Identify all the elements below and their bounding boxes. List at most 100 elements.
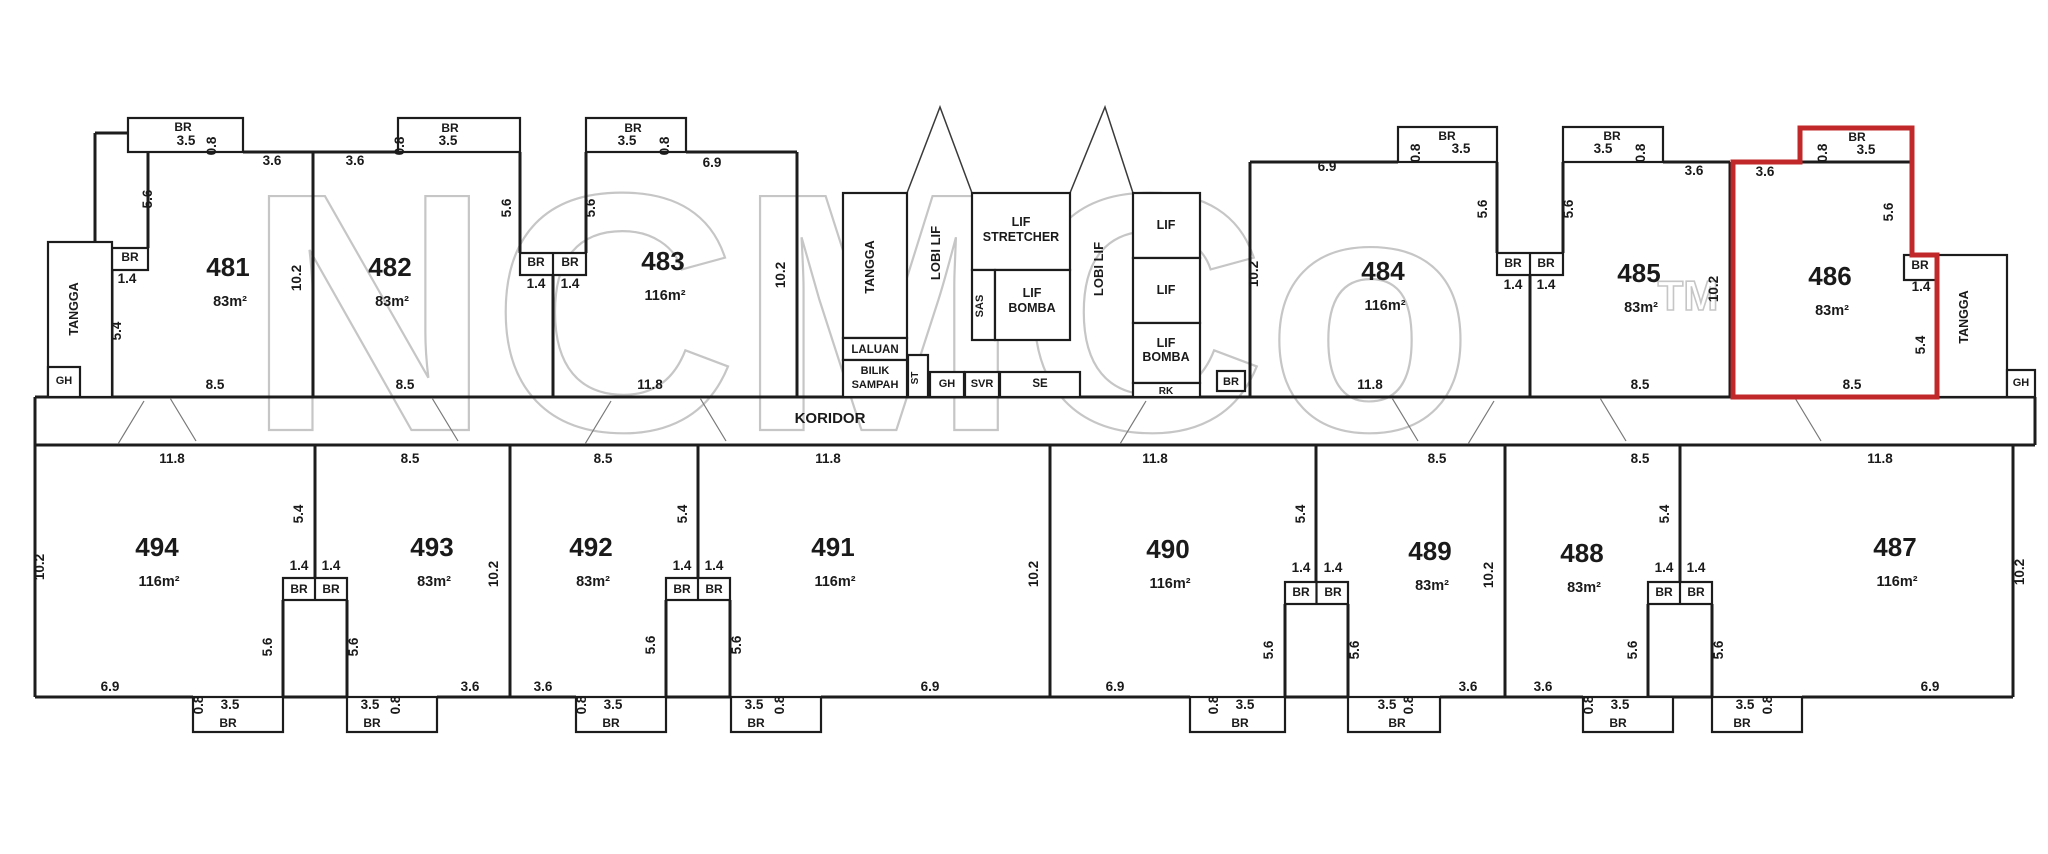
dim-label: 0.8 (1408, 143, 1423, 162)
br-label: BR (602, 716, 620, 730)
bilik-sampah-box (841, 358, 909, 399)
bomba-label: BOMBA (1008, 301, 1055, 315)
dim-label: 0.8 (1206, 695, 1221, 714)
dim-label: 11.8 (1142, 451, 1168, 466)
dim-label: 3.6 (1685, 163, 1704, 178)
dim-label: 1.4 (1504, 277, 1523, 292)
dim-label: 5.4 (1657, 504, 1672, 523)
dim-label: 11.8 (1357, 377, 1383, 392)
dim-label: 5.4 (109, 321, 124, 340)
laluan-label: LALUAN (851, 344, 898, 356)
dim-label: 10.2 (32, 554, 47, 580)
unit-number: 488 (1560, 538, 1603, 568)
sampah-label: SAMPAH (852, 379, 899, 391)
unit-area: 83m² (213, 294, 247, 310)
dim-label: 0.8 (1815, 143, 1830, 162)
dim-label: 3.5 (1611, 697, 1630, 712)
gh-box (2005, 368, 2037, 399)
dim-label: 3.6 (1756, 164, 1775, 179)
dim-label: 5.6 (1261, 640, 1276, 659)
dim-label: 0.8 (1633, 143, 1648, 162)
unit-486-highlight[interactable] (1730, 125, 1940, 400)
dim-label: 1.4 (705, 558, 724, 573)
br-notch (574, 695, 668, 734)
lif-label: LIF (1157, 336, 1176, 350)
br-label: BR (673, 582, 691, 596)
br-label: BR (219, 716, 237, 730)
gh-label: GH (2013, 377, 2030, 389)
lif-box (1131, 256, 1202, 325)
tangga-box (1935, 253, 2009, 399)
dim-label: 5.6 (1625, 640, 1640, 659)
lobilif-label: LOBI LIF (928, 226, 943, 280)
stair-run-line (906, 104, 973, 194)
stair-run-line (1069, 104, 1134, 194)
unit-area: 83m² (417, 574, 451, 590)
dim-label: 3.6 (461, 679, 480, 694)
dim-label: 5.6 (1561, 199, 1576, 218)
dim-label: 11.8 (1867, 451, 1893, 466)
unit-area: 83m² (375, 294, 409, 310)
tangga-label: TANGGA (67, 282, 81, 335)
dim-label: 1.4 (1324, 560, 1343, 575)
dim-label: 10.2 (486, 561, 501, 587)
unit-number: 490 (1146, 534, 1189, 564)
bomba-label: BOMBA (1142, 350, 1189, 364)
dim-label: 8.5 (396, 377, 415, 392)
dim-label: 10.2 (1481, 562, 1496, 588)
st-label: ST (910, 372, 921, 385)
dim-label: 3.5 (221, 697, 240, 712)
dim-label: 3.5 (1236, 697, 1255, 712)
gh-label: GH (939, 378, 956, 390)
dim-label: 6.9 (1921, 679, 1940, 694)
br-label: BR (561, 255, 579, 269)
dim-label: 3.5 (361, 697, 380, 712)
dim-label: 5.6 (140, 189, 155, 208)
br-label: BR (121, 250, 139, 264)
br-notch (345, 695, 439, 734)
dim-label: 11.8 (815, 451, 841, 466)
dim-label: 6.9 (703, 155, 722, 170)
lif-bomba-box (1131, 321, 1202, 385)
dim-label: 3.5 (439, 133, 458, 148)
unit-number: 485 (1617, 258, 1660, 288)
unit-area: 116m² (1364, 298, 1405, 314)
dim-label: 0.8 (772, 695, 787, 714)
br-label: BR (1438, 129, 1456, 143)
dim-label: 5.4 (1913, 335, 1928, 354)
dim-label: 3.5 (1736, 697, 1755, 712)
unit-area: 83m² (1624, 300, 1658, 316)
dim-label: 10.2 (289, 265, 304, 291)
dim-label: 10.2 (1026, 561, 1041, 587)
dim-label: 3.5 (604, 697, 623, 712)
dim-label: 6.9 (1318, 159, 1337, 174)
door-swing (1467, 400, 1495, 445)
dim-label: 10.2 (1246, 261, 1261, 287)
svr-label: SVR (971, 378, 994, 390)
dim-label: 5.6 (1347, 640, 1362, 659)
br-box (1215, 369, 1247, 393)
lif-bomba-box (993, 268, 1072, 342)
door-swing (1794, 397, 1822, 442)
br-label: BR (322, 582, 340, 596)
dim-label: 1.4 (1655, 560, 1674, 575)
dim-label: 3.5 (618, 133, 637, 148)
dim-label: 1.4 (290, 558, 309, 573)
door-swing (169, 397, 197, 442)
dim-label: 11.8 (637, 377, 663, 392)
tangga-label: TANGGA (863, 240, 877, 293)
dim-label: 5.4 (291, 504, 306, 523)
dim-label: 3.6 (534, 679, 553, 694)
dim-label: 5.6 (583, 198, 598, 217)
dim-label: 8.5 (206, 377, 225, 392)
br-notch (1581, 695, 1675, 734)
br-label: BR (624, 121, 642, 135)
gh-box (46, 365, 82, 399)
door-swing (1391, 397, 1419, 442)
dim-label: 8.5 (594, 451, 613, 466)
unit-number: 492 (569, 532, 612, 562)
br-label: BR (747, 716, 765, 730)
br-label: BR (1504, 256, 1522, 270)
dim-label: 1.4 (1537, 277, 1556, 292)
dim-label: 5.6 (1475, 199, 1490, 218)
